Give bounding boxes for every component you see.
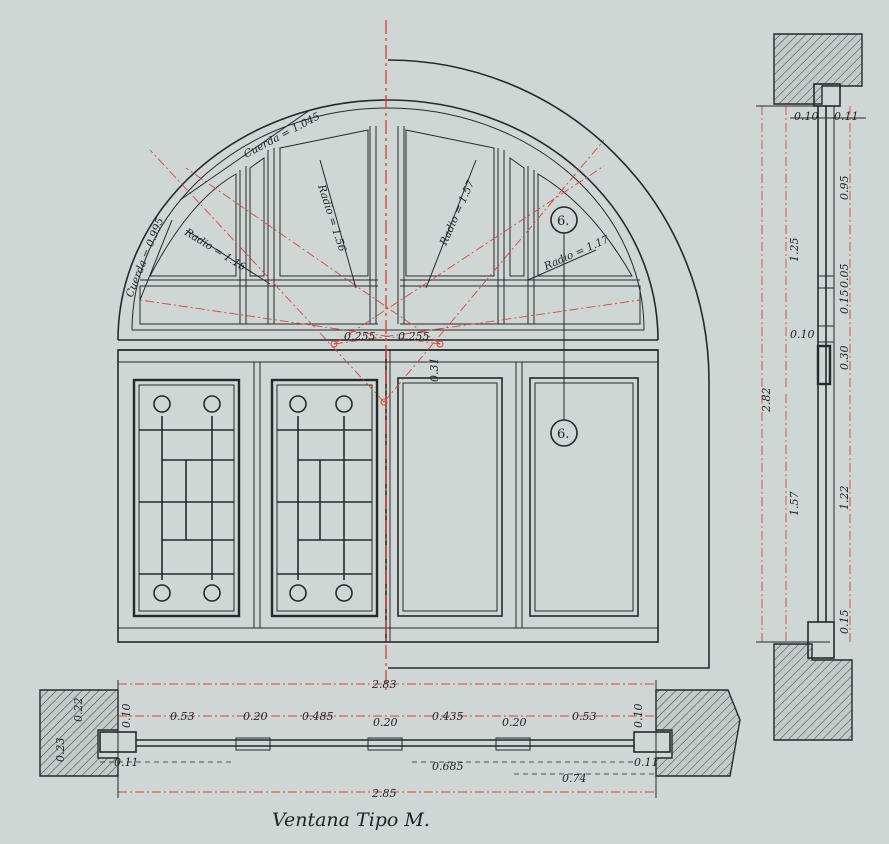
panel-left (397, 377, 503, 617)
plan-left-022: 0.22 (72, 698, 85, 723)
plan-wall-right (655, 689, 741, 777)
radius-line-2 (139, 299, 441, 345)
radius-line-5 (383, 139, 605, 403)
drawing-title: Ventana Tipo M. (272, 809, 430, 831)
plan-view: 2.83 2.85 0.10 0.53 0.20 0.485 0.20 0.43… (39, 678, 741, 800)
radius-line-4 (333, 299, 641, 345)
panel-left-inner (402, 382, 498, 612)
plan-left-011: 0.11 (114, 756, 139, 769)
dim-031: 0.31 (428, 358, 441, 383)
radius-line-3 (333, 165, 605, 345)
plan-mid-0685: 0.685 (432, 760, 464, 773)
section-wall-bottom (773, 643, 853, 741)
section-d-005: 0.05 (838, 264, 851, 289)
plan-row-5: 0.435 (432, 710, 464, 723)
callout-marker-top-text: 6. (557, 214, 569, 229)
section-d-157: 1.57 (788, 492, 801, 517)
section-d-030: 0.30 (838, 346, 851, 371)
radio-117-label: Radio = 1.17 (541, 233, 611, 273)
plan-overall-top: 2.83 (371, 678, 397, 691)
plan-row-6: 0.20 (502, 716, 527, 729)
plan-row-0: 0.10 (120, 704, 133, 729)
section-d-125: 1.25 (788, 238, 801, 263)
panel-right-inner (534, 382, 634, 612)
plan-row-8: 0.10 (632, 704, 645, 729)
plan-row-3: 0.485 (302, 710, 334, 723)
frame-arch (117, 99, 659, 341)
elevation-view: Cuerda = 1.045 Cuerda = 0.995 Radio = 1.… (117, 20, 710, 690)
callout-marker-bottom-text: 6. (557, 427, 569, 442)
radius-line-1 (185, 167, 441, 345)
section-d-122: 1.22 (838, 486, 851, 511)
section-d-010: 0.10 (790, 328, 815, 341)
left-grille (132, 378, 241, 618)
plan-row-7: 0.53 (572, 710, 597, 723)
section-d-015a: 0.15 (838, 290, 851, 315)
plan-row-4: 0.20 (373, 716, 398, 729)
plan-overall-bottom: 2.85 (371, 787, 397, 800)
radio-157-label: Radio = 1.57 (437, 178, 477, 248)
radio-156-label: Radio = 1.56 (315, 182, 348, 253)
section-d-282: 2.82 (760, 388, 773, 414)
section-top-010: 0.10 (794, 110, 819, 123)
lower-frame (117, 349, 659, 643)
radius-line-6 (149, 149, 385, 403)
section-top-011: 0.11 (834, 110, 859, 123)
inner-arch (131, 107, 645, 331)
dim-0255-right: 0.255 (398, 330, 430, 343)
section-view: 0.10 0.11 0.95 1.25 0.05 0.15 0.10 0.30 … (756, 33, 866, 741)
outer-arch (387, 59, 710, 669)
cuerda-upper-label: Cuerda = 1.045 (242, 110, 323, 160)
plan-row-1: 0.53 (170, 710, 195, 723)
plan-right-011: 0.11 (634, 756, 659, 769)
dim-0255-left: 0.255 (344, 330, 376, 343)
right-grille (270, 378, 379, 618)
panel-right (529, 377, 639, 617)
plan-row-2: 0.20 (243, 710, 268, 723)
plan-mid-074: 0.74 (562, 772, 587, 785)
plan-left-023: 0.23 (54, 738, 67, 763)
section-wall-top (773, 33, 863, 105)
radio-116-label: Radio = 1.16 (182, 226, 249, 274)
section-d-095: 0.95 (838, 176, 851, 201)
section-d-015b: 0.15 (838, 610, 851, 635)
